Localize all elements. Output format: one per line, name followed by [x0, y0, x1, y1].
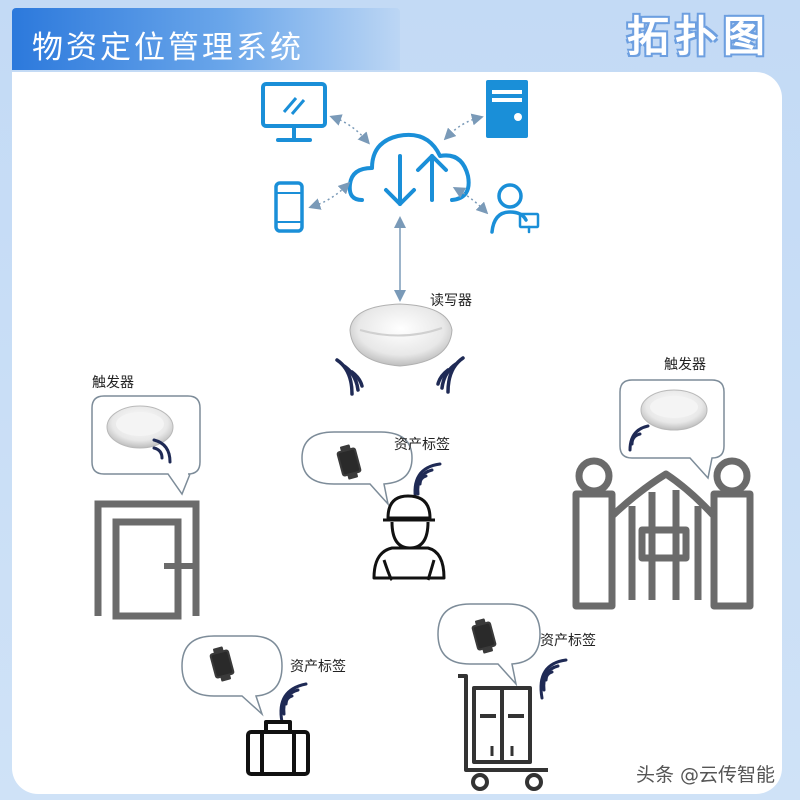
turnstile-gate-icon	[572, 457, 754, 610]
door-icon	[94, 500, 200, 620]
tag-label-cart: 资产标签	[540, 633, 596, 649]
topology-badge: 拓扑图	[626, 12, 771, 61]
phone-icon	[274, 181, 304, 233]
tag-bubble-worker	[301, 431, 413, 507]
tag-bubble-suitcase	[181, 635, 283, 717]
rfid-reader-icon	[349, 303, 453, 367]
server-icon	[486, 80, 528, 138]
cart-cabinet-icon	[458, 674, 548, 791]
monitor-icon	[261, 82, 327, 142]
wifi-signal-icon	[628, 424, 650, 452]
title-bar: 物资定位管理系统	[12, 8, 400, 70]
user-computer-icon	[490, 183, 540, 234]
cloud-sync-icon	[347, 133, 471, 206]
trigger-label-right: 触发器	[664, 357, 706, 373]
cloud-connectors	[308, 113, 489, 215]
trigger-label-left: 触发器	[92, 375, 134, 391]
trigger-bubble-right	[619, 379, 725, 480]
suitcase-icon	[246, 720, 310, 776]
wifi-signal-icon	[539, 658, 568, 700]
watermark: 头条 @云传智能	[636, 764, 776, 786]
reader-label: 读写器	[430, 293, 472, 309]
wifi-signal-icon	[335, 356, 465, 396]
worker-icon	[372, 494, 446, 582]
tag-bubble-cart	[437, 603, 541, 687]
wifi-signal-icon	[279, 682, 308, 724]
trigger-bubble-left	[91, 395, 201, 496]
page-title: 物资定位管理系统	[32, 30, 304, 66]
wifi-signal-icon	[152, 438, 172, 464]
tag-label-suitcase: 资产标签	[290, 659, 346, 675]
tag-label-worker: 资产标签	[394, 437, 450, 453]
